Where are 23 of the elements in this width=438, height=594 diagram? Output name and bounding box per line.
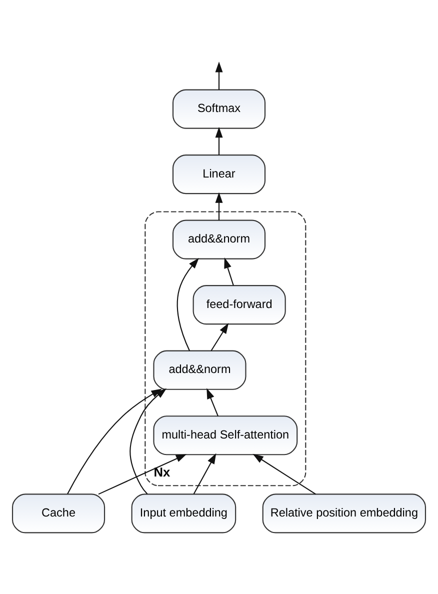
arrow [215, 61, 223, 90]
arrow [206, 388, 218, 416]
arrow [193, 452, 216, 494]
arrow [252, 453, 316, 494]
arrow [215, 126, 223, 154]
node-box: add&&norm [153, 350, 246, 390]
node-box: Relative position embedding [262, 493, 426, 533]
node-box: add&&norm [172, 219, 266, 259]
arrow [224, 257, 234, 286]
node-box: Linear [172, 154, 266, 194]
arrow [67, 388, 162, 494]
node-label: Nx [154, 464, 170, 480]
cluster [144, 210, 306, 486]
arrow [210, 322, 229, 351]
arrow [98, 454, 187, 494]
node-box: multi-head Self-attention [153, 415, 298, 455]
arrow [130, 388, 167, 494]
node-box: Cache [12, 493, 106, 533]
node-box: Softmax [172, 88, 266, 128]
node-box: Input embedding [131, 493, 236, 533]
node-box: feed-forward [192, 284, 286, 324]
arrow [176, 257, 199, 350]
arrow [215, 192, 223, 220]
